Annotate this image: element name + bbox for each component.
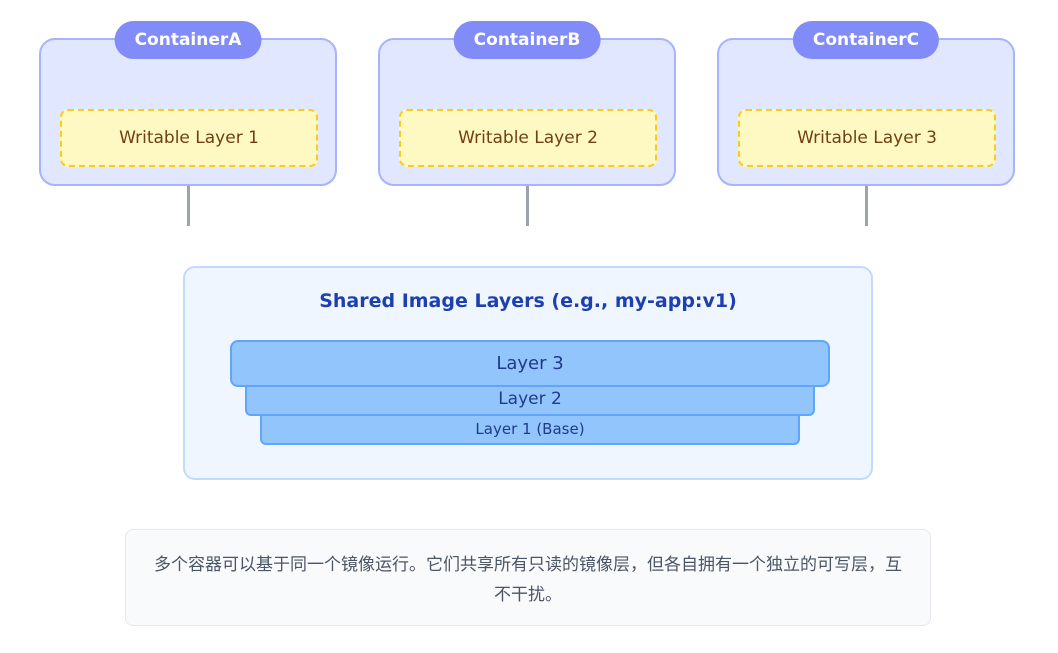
- container-b-label: ContainerB: [453, 21, 601, 59]
- container-c-label: ContainerC: [792, 21, 940, 59]
- shared-layers-title: Shared Image Layers (e.g., my-app:v1): [319, 290, 737, 312]
- writable-layer-1: Writable Layer 1: [60, 109, 318, 167]
- shared-image-layers-panel: Shared Image Layers (e.g., my-app:v1) La…: [183, 266, 873, 480]
- writable-layer-3: Writable Layer 3: [738, 109, 996, 167]
- layer-3-label: Layer 3: [496, 353, 564, 374]
- connector-a: [187, 186, 190, 226]
- container-b-box: ContainerB Writable Layer 2: [378, 21, 676, 186]
- layer-2-label: Layer 2: [498, 389, 562, 409]
- layer-1-label: Layer 1 (Base): [475, 420, 585, 438]
- connector-c: [865, 186, 868, 226]
- container-a-box: ContainerA Writable Layer 1: [39, 21, 337, 186]
- description-note: 多个容器可以基于同一个镜像运行。它们共享所有只读的镜像层，但各自拥有一个独立的可…: [125, 529, 931, 626]
- container-c-box: ContainerC Writable Layer 3: [717, 21, 1015, 186]
- connector-b: [526, 186, 529, 226]
- writable-layer-2: Writable Layer 2: [399, 109, 657, 167]
- layer-3: Layer 3: [230, 340, 830, 387]
- container-a-label: ContainerA: [114, 21, 262, 59]
